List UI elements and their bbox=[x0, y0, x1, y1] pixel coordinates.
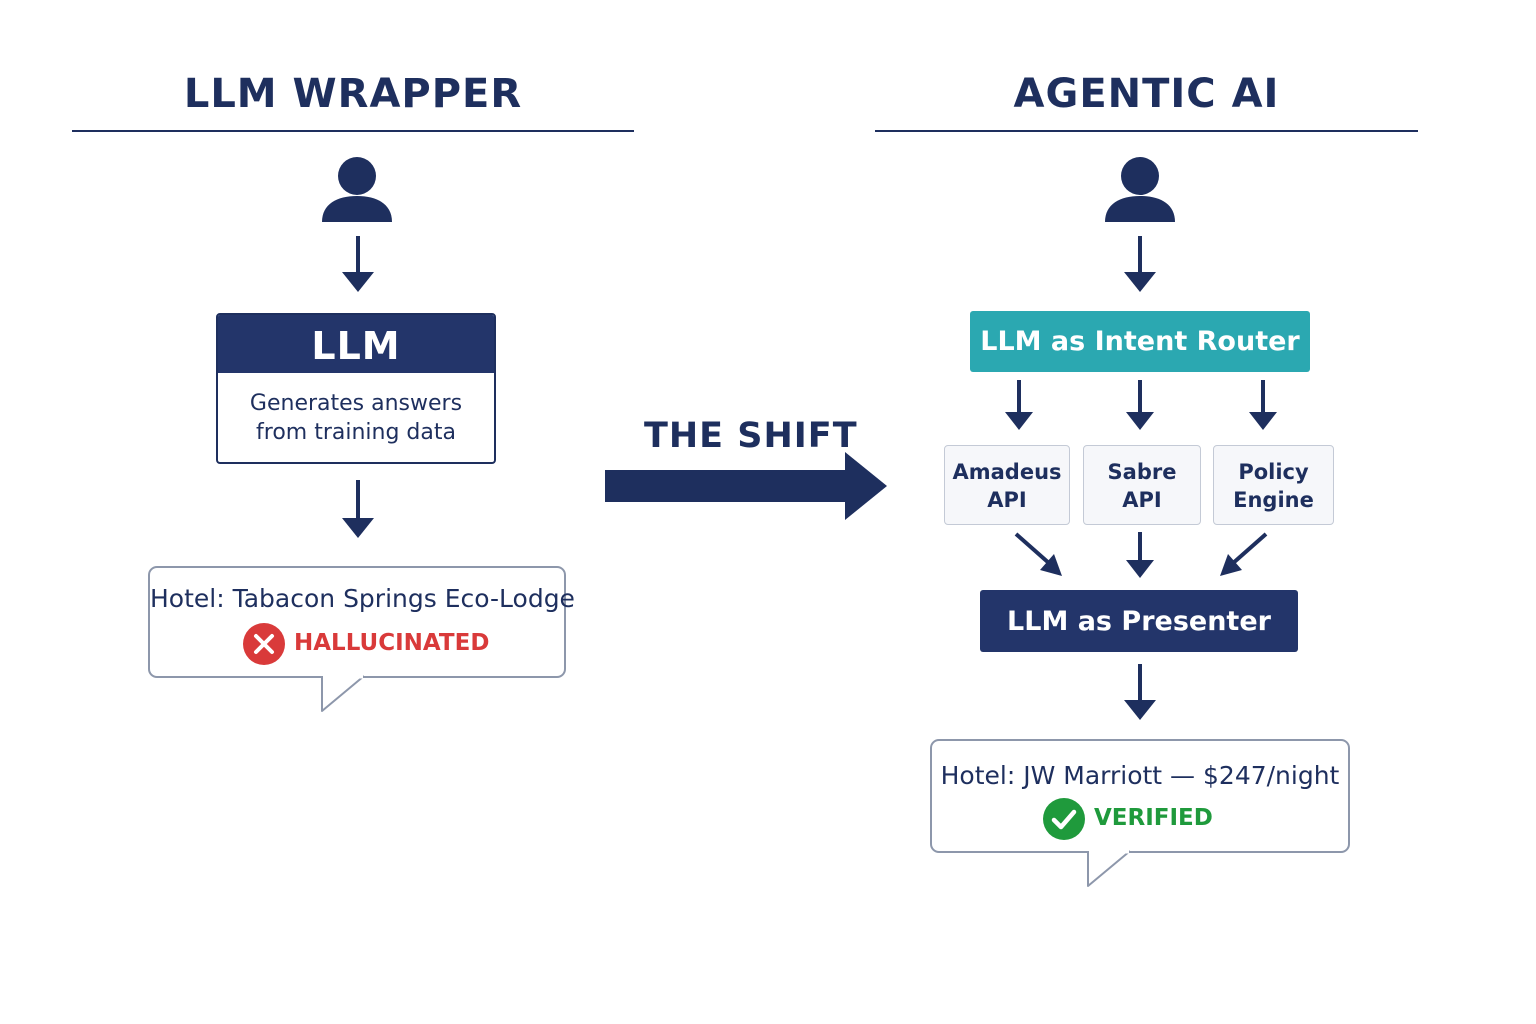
arrow-down-icon bbox=[1249, 380, 1277, 430]
user-icon bbox=[322, 157, 392, 222]
presenter-box: LLM as Presenter bbox=[980, 590, 1298, 652]
wrapper-bubble-tail bbox=[321, 675, 365, 712]
llm-card-title: LLM bbox=[218, 315, 494, 373]
shift-label: THE SHIFT bbox=[644, 416, 858, 456]
source-label-line-1: Amadeus bbox=[952, 460, 1062, 484]
wrapper-result-bubble: Hotel: Tabacon Springs Eco-Lodge HALLUCI… bbox=[148, 566, 575, 678]
intent-router-box: LLM as Intent Router bbox=[970, 311, 1310, 372]
verified-status: VERIFIED bbox=[1094, 805, 1213, 831]
wrapper-result-text: Hotel: Tabacon Springs Eco-Lodge bbox=[150, 584, 575, 613]
agentic-bubble-tail bbox=[1087, 850, 1131, 887]
left-title-divider bbox=[72, 130, 634, 132]
source-label-line-2: Engine bbox=[1233, 488, 1314, 512]
source-label-line-2: API bbox=[1122, 488, 1162, 512]
llm-card: LLM Generates answers from training data bbox=[216, 313, 496, 464]
arrow-down-icon bbox=[1124, 236, 1156, 292]
llm-description-line-1: Generates answers bbox=[249, 391, 463, 416]
left-title: LLM WRAPPER bbox=[183, 71, 523, 117]
check-circle-icon bbox=[1043, 798, 1085, 840]
agentic-result-text: Hotel: JW Marriott — $247/night bbox=[940, 761, 1340, 790]
arrow-down-icon bbox=[1126, 380, 1154, 430]
amadeus-api-box: Amadeus API bbox=[944, 445, 1070, 525]
arrow-diagonal-icon bbox=[1220, 532, 1268, 576]
llm-card-description: Generates answers from training data bbox=[218, 373, 494, 447]
agentic-result-bubble: Hotel: JW Marriott — $247/night VERIFIED bbox=[930, 739, 1350, 853]
arrow-diagonal-icon bbox=[1014, 532, 1062, 576]
source-label-line-2: API bbox=[987, 488, 1027, 512]
arrow-right-icon bbox=[605, 452, 887, 520]
arrow-down-icon bbox=[1126, 532, 1154, 578]
hallucinated-status: HALLUCINATED bbox=[294, 630, 490, 656]
sabre-api-box: Sabre API bbox=[1083, 445, 1201, 525]
arrow-down-icon bbox=[342, 236, 374, 292]
x-circle-icon bbox=[243, 623, 285, 665]
source-label-line-1: Policy bbox=[1238, 460, 1309, 484]
right-title-divider bbox=[875, 130, 1418, 132]
policy-engine-box: Policy Engine bbox=[1213, 445, 1334, 525]
user-icon bbox=[1105, 157, 1175, 222]
source-label-line-1: Sabre bbox=[1107, 460, 1177, 484]
arrow-down-icon bbox=[1124, 664, 1156, 720]
arrow-down-icon bbox=[1005, 380, 1033, 430]
right-title: AGENTIC AI bbox=[1013, 71, 1280, 117]
arrow-down-icon bbox=[342, 480, 374, 538]
llm-description-line-2: from training data bbox=[256, 420, 456, 445]
